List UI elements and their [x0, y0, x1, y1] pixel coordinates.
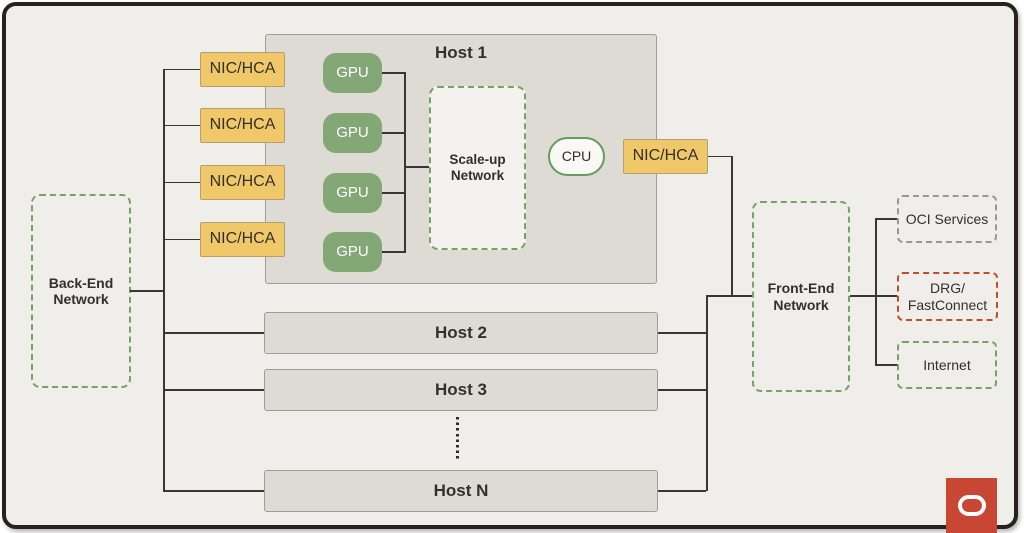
connector-line	[163, 124, 200, 127]
nic-hca-box: NIC/HCA	[200, 165, 285, 200]
gpu-box: GPU	[323, 173, 382, 213]
connector-line	[658, 332, 706, 334]
connector-line	[163, 181, 200, 184]
nic-hca-box: NIC/HCA	[623, 139, 708, 174]
connector-line	[163, 389, 264, 391]
scale-up-network-label: Scale-up Network	[449, 152, 506, 183]
host3-title: Host 3	[435, 380, 487, 400]
connector-line	[130, 290, 163, 292]
oci-services-label: OCI Services	[905, 210, 989, 227]
gpu-box: GPU	[323, 232, 382, 272]
oracle-logo	[946, 478, 997, 533]
connector-line	[850, 295, 897, 297]
nic-hca-label: NIC/HCA	[632, 147, 699, 165]
gpu-label: GPU	[336, 124, 369, 142]
connector-line	[382, 251, 406, 253]
host1-title: Host 1	[435, 43, 487, 62]
nic-hca-box: NIC/HCA	[200, 222, 285, 257]
connector-line	[875, 219, 877, 366]
connector-line	[163, 332, 264, 334]
connector-line	[404, 72, 406, 253]
gpu-label: GPU	[336, 243, 369, 261]
nic-hca-label: NIC/HCA	[209, 116, 276, 134]
gpu-label: GPU	[336, 184, 369, 202]
connector-line	[382, 192, 406, 194]
connector-line	[163, 68, 165, 492]
internet-label: Internet	[923, 356, 971, 373]
connector-line	[708, 155, 732, 158]
connector-line	[658, 389, 706, 391]
host2-box: Host 2	[264, 312, 658, 354]
gpu-box: GPU	[323, 53, 382, 93]
connector-line	[706, 295, 708, 492]
drg-fastconnect-label-line2: FastConnect	[907, 296, 988, 313]
host2-title: Host 2	[435, 323, 487, 343]
backend-network-label: Back-End Network	[48, 274, 114, 307]
nic-hca-label: NIC/HCA	[209, 173, 276, 191]
connector-line	[382, 132, 406, 134]
host3-box: Host 3	[264, 369, 658, 411]
nic-hca-label: NIC/HCA	[209, 60, 276, 78]
gpu-box: GPU	[323, 113, 382, 153]
cpu-label: CPU	[561, 148, 592, 165]
oracle-o-icon	[957, 495, 986, 516]
connector-line	[658, 490, 706, 492]
cpu-box: CPU	[548, 137, 605, 176]
scale-up-network-box: Scale-up Network	[429, 86, 526, 250]
drg-fastconnect-label-line1: DRG/	[930, 280, 965, 297]
oci-services-box: OCI Services	[897, 195, 997, 243]
connector-line	[875, 218, 897, 220]
gpu-label: GPU	[336, 64, 369, 82]
connector-line	[404, 166, 429, 168]
connector-line	[706, 295, 752, 297]
nic-hca-box: NIC/HCA	[200, 52, 285, 87]
nic-hca-box: NIC/HCA	[200, 108, 285, 143]
connector-line	[163, 238, 200, 241]
connector-line	[163, 68, 200, 71]
connector-line	[382, 72, 406, 74]
drg-fastconnect-box: DRG/ FastConnect	[897, 272, 998, 321]
internet-box: Internet	[897, 341, 997, 389]
frontend-network-label: Front-End Network	[767, 280, 835, 313]
ellipsis-dots	[455, 417, 459, 462]
connector-line	[163, 490, 264, 492]
backend-network-box: Back-End Network	[31, 194, 131, 388]
host-n-box: Host N	[264, 470, 658, 512]
host-n-title: Host N	[433, 481, 489, 501]
frontend-network-box: Front-End Network	[752, 201, 850, 392]
connector-line	[875, 364, 898, 366]
connector-line	[731, 155, 733, 297]
nic-hca-label: NIC/HCA	[209, 230, 276, 248]
